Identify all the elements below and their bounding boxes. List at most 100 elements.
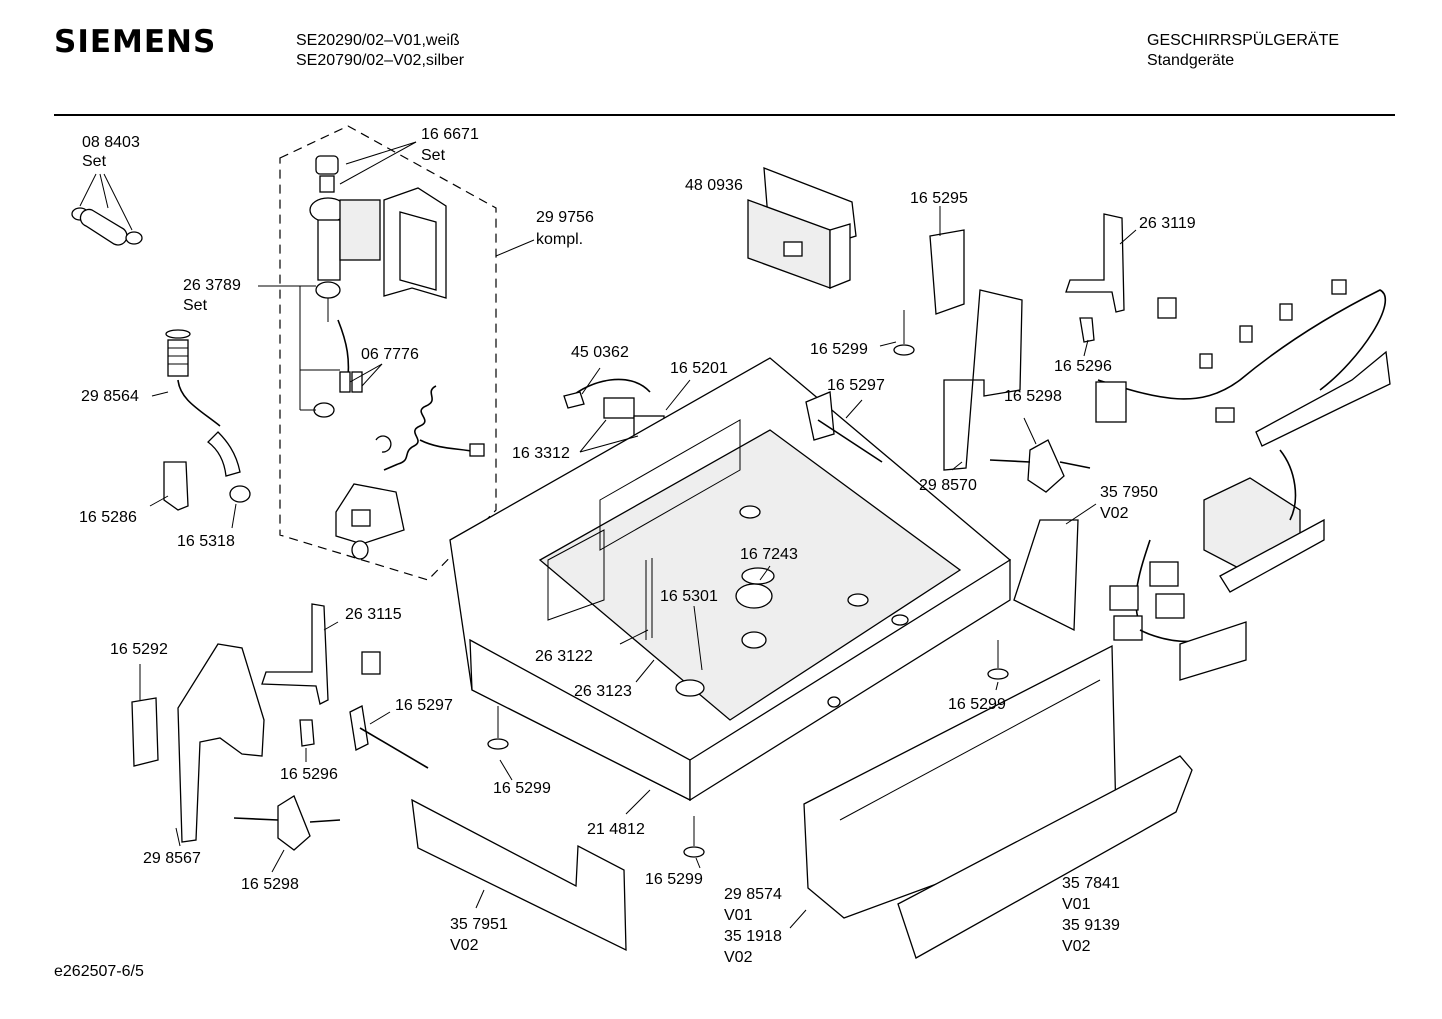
label-165299-d: 16 5299 [948,696,1006,713]
clip-part [313,402,335,418]
header-divider [54,114,1395,116]
label-357841: 35 7841 [1062,875,1120,892]
label-163312: 16 3312 [512,445,570,462]
kick-panel-357951-part [411,798,627,952]
label-263789-set: Set [183,297,208,314]
spring-part [349,705,429,769]
label-067776: 06 7776 [361,346,419,363]
label-357950-v: V02 [1100,505,1129,522]
screw-foot-part [683,816,705,858]
part-labels: 08 8403 Set 16 6671 Set 29 9756 kompl. 2… [79,126,1196,966]
label-298564: 29 8564 [81,388,139,405]
switch-cap-part [1157,297,1177,319]
control-module-part [747,167,857,289]
label-165298-a: 16 5298 [1004,388,1062,405]
coil-hose [397,385,437,465]
inlet-valve-part [309,155,447,322]
screw-foot-part [487,706,509,750]
bellows-part [165,329,191,377]
side-panel-part [1013,519,1079,632]
category-line-1: GESCHIRRSPÜLGERÄTE [1147,32,1340,49]
appliance-category: GESCHIRRSPÜLGERÄTE Standgeräte [1147,31,1339,71]
cable [419,439,477,453]
label-263119: 26 3119 [1139,215,1196,232]
label-165299-a: 16 5299 [810,341,868,358]
terminal-part [351,371,363,393]
label-351918: 35 1918 [724,928,782,945]
label-165298-b: 16 5298 [241,876,299,893]
label-165299-b: 16 5299 [493,780,551,797]
seal-ring-part [741,567,775,585]
terminal-part [339,371,351,393]
flow-meter-part [351,509,371,527]
label-299756-kompl: kompl. [536,231,583,248]
label-165301: 16 5301 [660,588,718,605]
label-166671-set: Set [421,147,446,164]
switch-cap-part [361,651,381,675]
clip-bracket-part [163,461,189,511]
label-165297-b: 16 5297 [395,697,453,714]
clamp-part [375,435,392,453]
label-351918-v: V02 [724,949,753,966]
support-298567-part [177,643,265,843]
label-298574-v: V01 [724,907,753,924]
label-480936: 48 0936 [685,177,743,194]
plug-part [351,540,369,560]
label-450362: 45 0362 [571,344,629,361]
label-298574: 29 8574 [724,886,782,903]
label-263122: 26 3122 [535,648,593,665]
label-165286: 16 5286 [79,509,137,526]
float-switch-part [233,795,341,851]
front-trim-part [897,755,1193,959]
label-214812: 21 4812 [587,821,645,838]
kit-boundary [279,125,497,581]
model-line-2: SE20790/02–V02,silber [296,52,465,69]
label-165297-a: 16 5297 [827,377,885,394]
spring-part [805,391,883,463]
label-165318: 16 5318 [177,533,235,550]
label-165296-b: 16 5296 [280,766,338,783]
label-088403-set: Set [82,153,107,170]
hose-end [383,463,399,471]
label-357951: 35 7951 [450,916,508,933]
drain-hose-part [207,431,251,503]
label-298567: 29 8567 [143,850,201,867]
screw-foot-part [987,640,1009,680]
microswitch-part [299,719,315,747]
base-tub-part [449,357,1012,802]
label-165295: 16 5295 [910,190,968,207]
hose-clamp-set-part [71,207,143,246]
bracket-263119-part [1065,213,1125,313]
label-165296-a: 16 5296 [1054,358,1112,375]
float-switch-part [989,439,1091,493]
support-bracket-part [943,289,1023,471]
brand-logo: SIEMENS [54,24,217,60]
cover-165292-part [131,697,159,767]
leader-lines [79,141,1137,929]
label-263789: 26 3789 [183,277,241,294]
label-166671: 16 6671 [421,126,479,143]
label-088403: 08 8403 [82,134,140,151]
category-line-2: Standgeräte [1147,52,1235,69]
model-numbers: SE20290/02–V01,weiß SE20790/02–V02,silbe… [296,31,464,71]
label-357951-v: V02 [450,937,479,954]
label-357950: 35 7950 [1100,484,1158,501]
label-167243: 16 7243 [740,546,798,563]
drain-wire [177,379,221,427]
label-359139-v: V02 [1062,938,1091,955]
label-298570: 29 8570 [919,477,977,494]
label-357841-v: V01 [1062,896,1091,913]
cover-part [929,229,965,315]
model-line-1: SE20290/02–V01,weiß [296,32,460,49]
label-165201: 16 5201 [670,360,728,377]
main-harness-part [1095,279,1391,681]
screw-foot-part [893,310,915,356]
label-165299-c: 16 5299 [645,871,703,888]
connector-part [469,443,485,457]
bracket-263115-part [261,603,329,705]
label-359139: 35 9139 [1062,917,1120,934]
label-299756: 29 9756 [536,209,594,226]
microswitch-part [1079,317,1095,343]
label-263115: 26 3115 [345,606,402,623]
